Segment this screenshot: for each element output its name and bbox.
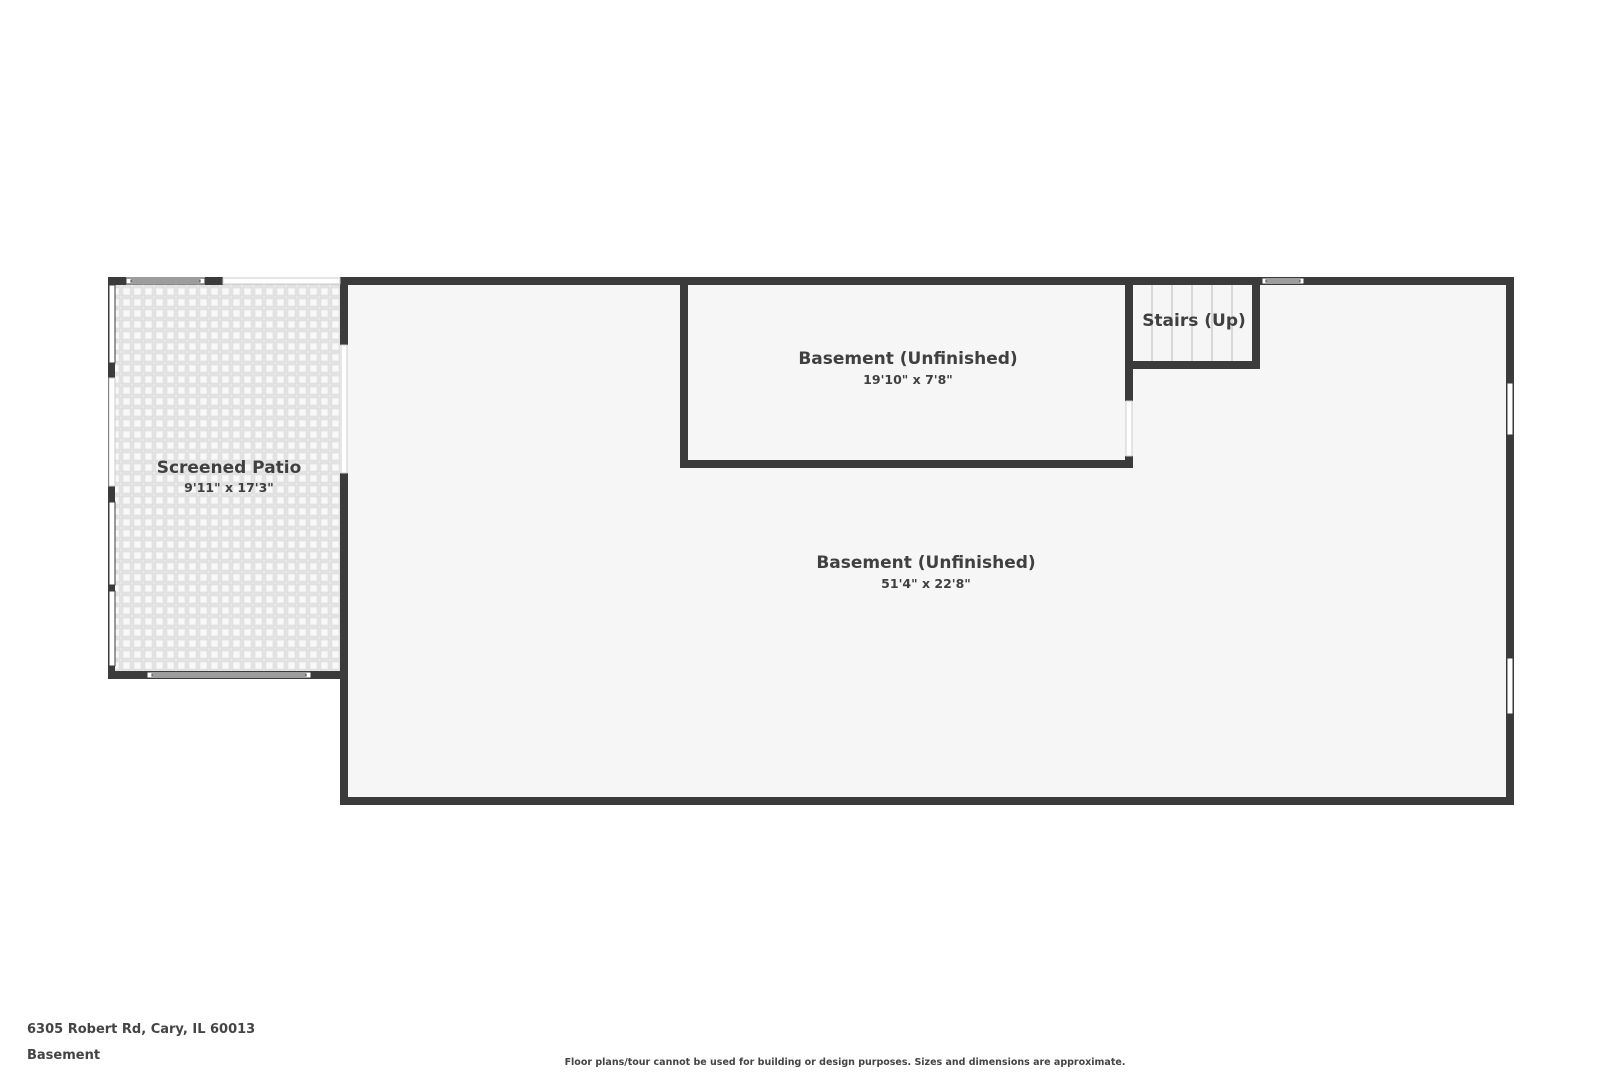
opening-top-patio [222, 277, 341, 285]
window-right-2 [1506, 657, 1514, 715]
basement-main-dims: 51'4" x 22'8" [881, 576, 971, 591]
window-left-patio-2 [108, 377, 116, 487]
basement-small-name: Basement (Unfinished) [798, 349, 1017, 369]
windows [108, 277, 1514, 715]
disclaimer-text: Floor plans/tour cannot be used for buil… [564, 1057, 1126, 1068]
door-small-basement [1125, 400, 1133, 457]
basement-small-floor [688, 284, 1125, 462]
stairs-name: Stairs (Up) [1142, 311, 1246, 331]
basement-main-name: Basement (Unfinished) [816, 553, 1035, 573]
window-left-patio-4 [108, 590, 116, 667]
screened-patio-name: Screened Patio [157, 458, 302, 478]
property-address: 6305 Robert Rd, Cary, IL 60013 [27, 1022, 256, 1037]
window-left-patio-3 [108, 501, 116, 586]
window-right-1 [1506, 382, 1514, 436]
door-patio-basement [340, 344, 348, 474]
basement-small-dims: 19'10" x 7'8" [863, 372, 953, 387]
screened-patio-floor [115, 282, 340, 675]
floor-level-label: Basement [27, 1048, 101, 1063]
stair-treads [1151, 285, 1233, 362]
window-left-patio-1 [108, 284, 116, 364]
screened-patio-dims: 9'11" x 17'3" [184, 480, 274, 495]
